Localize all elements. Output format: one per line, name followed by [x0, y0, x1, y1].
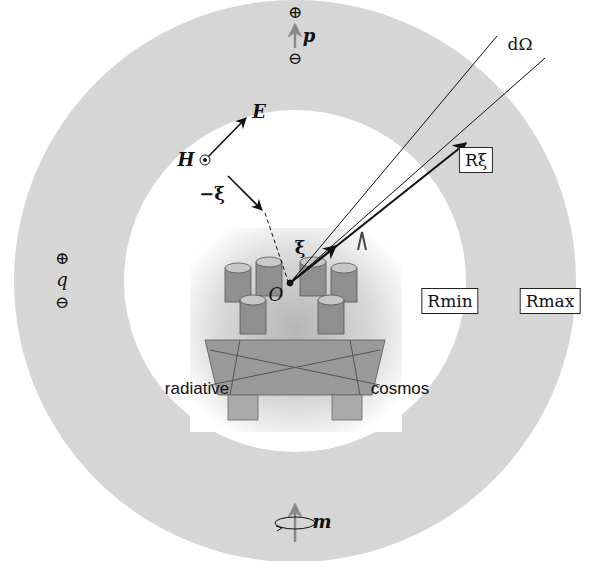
charge-sign: ⊖	[55, 294, 69, 311]
region-label: radiative	[165, 380, 229, 397]
solid-angle: dΩ	[508, 36, 533, 53]
boxed-label: Rmax	[520, 288, 581, 314]
inner-region	[124, 110, 466, 452]
region-label: cosmos	[371, 380, 430, 397]
dipoles	[275, 24, 315, 542]
direction-symbol: ξ	[295, 239, 306, 257]
field-symbol: H	[177, 151, 194, 169]
charge-sign: ⊖	[288, 50, 302, 67]
charge-sign: ⊕	[55, 250, 69, 267]
charge-sign: ⊕	[288, 4, 302, 21]
boxed-label: Rξ	[459, 147, 493, 173]
dipole-symbol: m	[312, 513, 331, 531]
field-symbol: E	[252, 103, 266, 121]
radius-label: Rmax	[526, 291, 575, 311]
charge-symbol: q	[56, 271, 68, 289]
outer-shell	[14, 0, 576, 561]
radius-label: Rξ	[465, 150, 487, 170]
boxed-label: Rmin	[421, 288, 478, 314]
vectors	[200, 36, 545, 286]
spacecraft-photo	[190, 228, 402, 432]
direction-symbol: −ξ	[199, 185, 225, 203]
origin-symbol: O	[269, 286, 284, 304]
dipole-symbol: p	[303, 27, 316, 45]
radius-label: Rmin	[427, 291, 472, 311]
